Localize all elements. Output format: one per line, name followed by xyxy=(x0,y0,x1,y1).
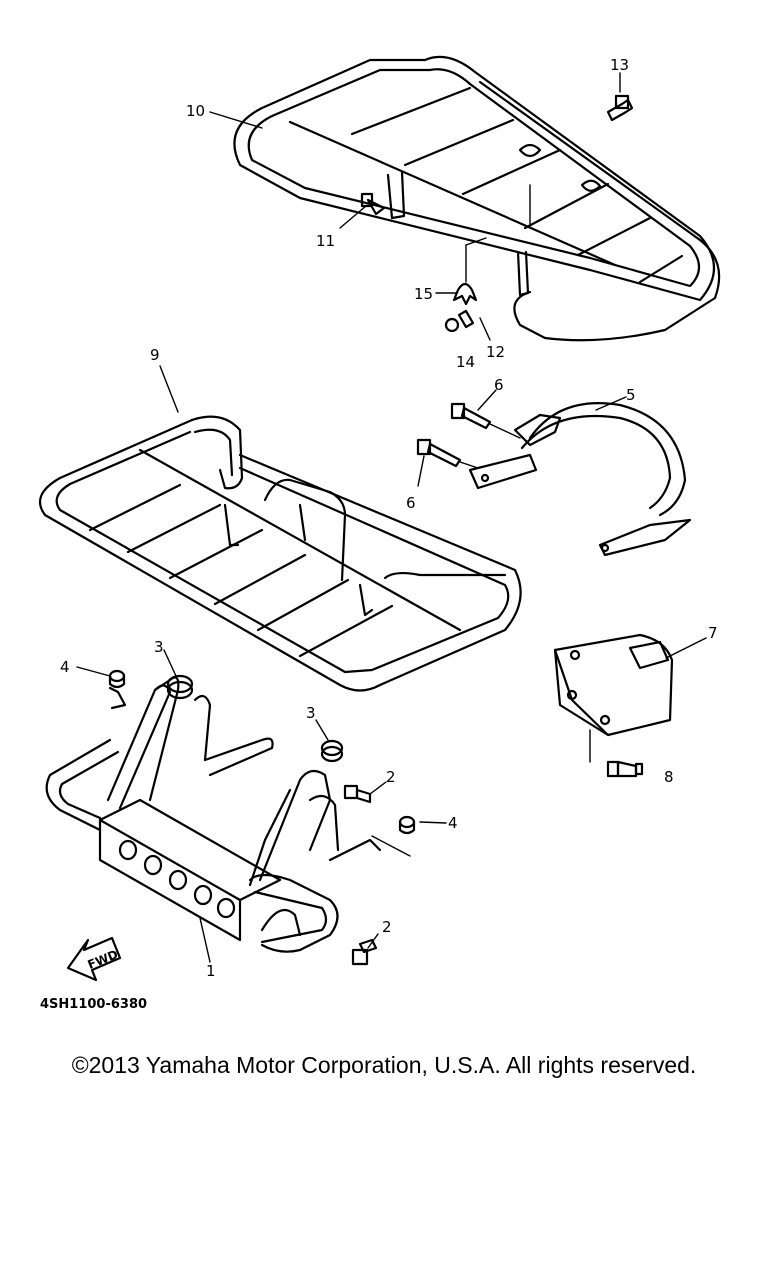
callout-8: 8 xyxy=(664,768,674,786)
bolt-6-drawings xyxy=(416,402,521,469)
bolt-8-drawing xyxy=(606,760,644,778)
fwd-label: FWD xyxy=(86,947,120,972)
callout-2a: 2 xyxy=(386,768,396,786)
brace-bracket-drawing xyxy=(468,402,692,557)
callout-13: 13 xyxy=(610,56,629,74)
callout-6a: 6 xyxy=(494,376,504,394)
callout-15: 15 xyxy=(414,285,433,303)
callout-2b: 2 xyxy=(382,918,392,936)
callout-3b: 3 xyxy=(306,704,316,722)
callout-10: 10 xyxy=(186,102,205,120)
grommet-3-drawings xyxy=(166,674,344,763)
callout-3a: 3 xyxy=(154,638,164,656)
front-carrier-drawing xyxy=(38,415,522,692)
parts-diagram: FWD 10 13 11 15 12 14 9 5 6 6 7 8 3 4 xyxy=(38,55,721,1012)
callout-4b: 4 xyxy=(448,814,458,832)
rear-carrier-hardware xyxy=(360,94,634,333)
callout-4a: 4 xyxy=(60,658,70,676)
callout-labels: 10 13 11 15 12 14 9 5 6 6 7 8 3 4 3 2 4 … xyxy=(60,56,718,980)
callout-1: 1 xyxy=(206,962,216,980)
callout-5: 5 xyxy=(626,386,636,404)
mounting-bracket-drawing xyxy=(553,633,674,763)
forward-direction-arrow: FWD xyxy=(66,936,122,982)
callout-7: 7 xyxy=(708,624,718,642)
callout-9: 9 xyxy=(150,346,160,364)
leader-lines xyxy=(76,72,707,963)
callout-12: 12 xyxy=(486,343,505,361)
rear-carrier-drawing xyxy=(233,55,721,342)
front-guard-drawing xyxy=(45,676,382,953)
callout-11: 11 xyxy=(316,232,335,250)
copyright-notice: ©2013 Yamaha Motor Corporation, U.S.A. A… xyxy=(71,1052,697,1078)
callout-14: 14 xyxy=(456,353,475,371)
callout-6b: 6 xyxy=(406,494,416,512)
bolt-2-drawings xyxy=(343,784,378,966)
cap-4-drawings xyxy=(108,669,416,857)
diagram-code: 4SH1100-6380 xyxy=(40,997,147,1012)
